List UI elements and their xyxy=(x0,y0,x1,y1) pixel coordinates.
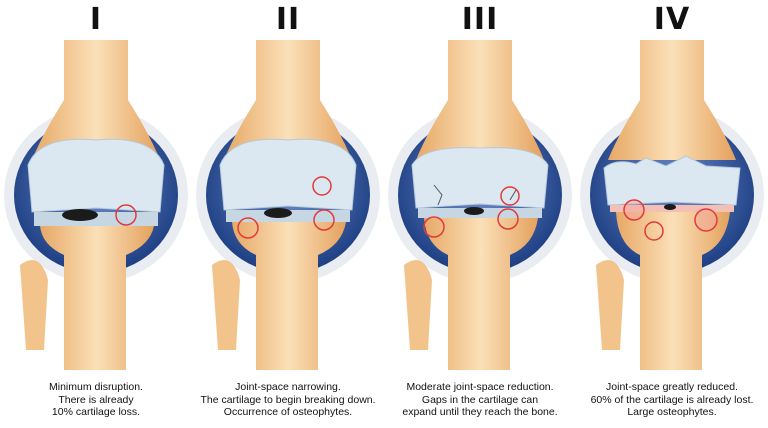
damage-highlight-circle xyxy=(497,208,519,230)
damage-highlight-circle xyxy=(115,204,137,226)
knee-joint-illustration xyxy=(196,40,380,370)
knee-joint-illustration xyxy=(388,40,572,370)
caption-line: expand until they reach the bone. xyxy=(402,406,558,419)
cartilage-femur xyxy=(27,138,165,213)
damage-highlight-circle xyxy=(644,221,664,241)
caption-line: Moderate joint-space reduction. xyxy=(406,381,554,393)
stage-caption: Moderate joint-space reduction. Gaps in … xyxy=(384,381,576,419)
cartilage-femur xyxy=(603,155,741,206)
tibia xyxy=(232,222,346,370)
caption-line: There is already xyxy=(58,393,134,406)
damage-highlight-circle xyxy=(623,199,645,221)
femur xyxy=(608,40,736,160)
joint-gap xyxy=(664,204,676,210)
stage-label: III xyxy=(461,2,499,37)
cartilage-cracks xyxy=(433,184,517,206)
damage-highlight-circle xyxy=(313,209,335,231)
caption-line: Gaps in the cartilage can xyxy=(421,393,539,406)
fibula xyxy=(596,260,624,350)
knee-joint-illustration xyxy=(4,40,188,370)
damage-highlight-circle xyxy=(237,217,259,239)
femur xyxy=(32,40,160,160)
knee-joint-illustration xyxy=(580,40,764,370)
tibia xyxy=(40,226,154,370)
damage-highlight-circle xyxy=(312,176,332,196)
caption-line: The cartilage to begin breaking down. xyxy=(200,393,376,406)
damage-highlight-circle xyxy=(500,186,520,206)
cartilage-femur xyxy=(219,138,357,211)
caption-line: 60% of the cartilage is already lost. xyxy=(590,393,754,406)
damage-highlight-circle xyxy=(694,208,718,232)
stage-panel-4: IV Joint-space greatly reduced. 60% of t… xyxy=(576,0,768,428)
stage-panel-3: III Moderate joint-space reduction. Gaps… xyxy=(384,0,576,428)
stage-label: IV xyxy=(653,2,691,37)
stage-panel-2: II Joint-space narrowing. The cartilage … xyxy=(192,0,384,428)
caption-line: Joint-space greatly reduced. xyxy=(606,381,738,393)
tibia xyxy=(616,212,730,370)
caption-line: Minimum disruption. xyxy=(49,381,143,393)
caption-line: Joint-space narrowing. xyxy=(235,381,341,393)
caption-line: 10% cartilage loss. xyxy=(51,406,141,419)
joint-gap xyxy=(464,207,484,215)
caption-line: Occurrence of osteophytes. xyxy=(223,406,353,419)
femur xyxy=(224,40,352,160)
caption-line: Large osteophytes. xyxy=(627,406,717,419)
fibula xyxy=(404,260,432,350)
stage-caption: Joint-space narrowing. The cartilage to … xyxy=(192,381,384,419)
cartilage-femur xyxy=(411,147,549,209)
tibia xyxy=(424,218,538,370)
damage-highlight-circle xyxy=(423,216,445,238)
joint-gap xyxy=(62,209,98,221)
stage-caption: Minimum disruption. There is already 10%… xyxy=(0,381,192,419)
stage-label: I xyxy=(89,2,103,37)
joint-gap xyxy=(264,208,292,218)
stage-panel-1: I Minimum disruption. There is already 1… xyxy=(0,0,192,428)
fibula xyxy=(20,260,48,350)
stage-label: II xyxy=(275,2,301,37)
femur xyxy=(416,40,544,160)
fibula xyxy=(212,260,240,350)
stage-caption: Joint-space greatly reduced. 60% of the … xyxy=(576,381,768,419)
